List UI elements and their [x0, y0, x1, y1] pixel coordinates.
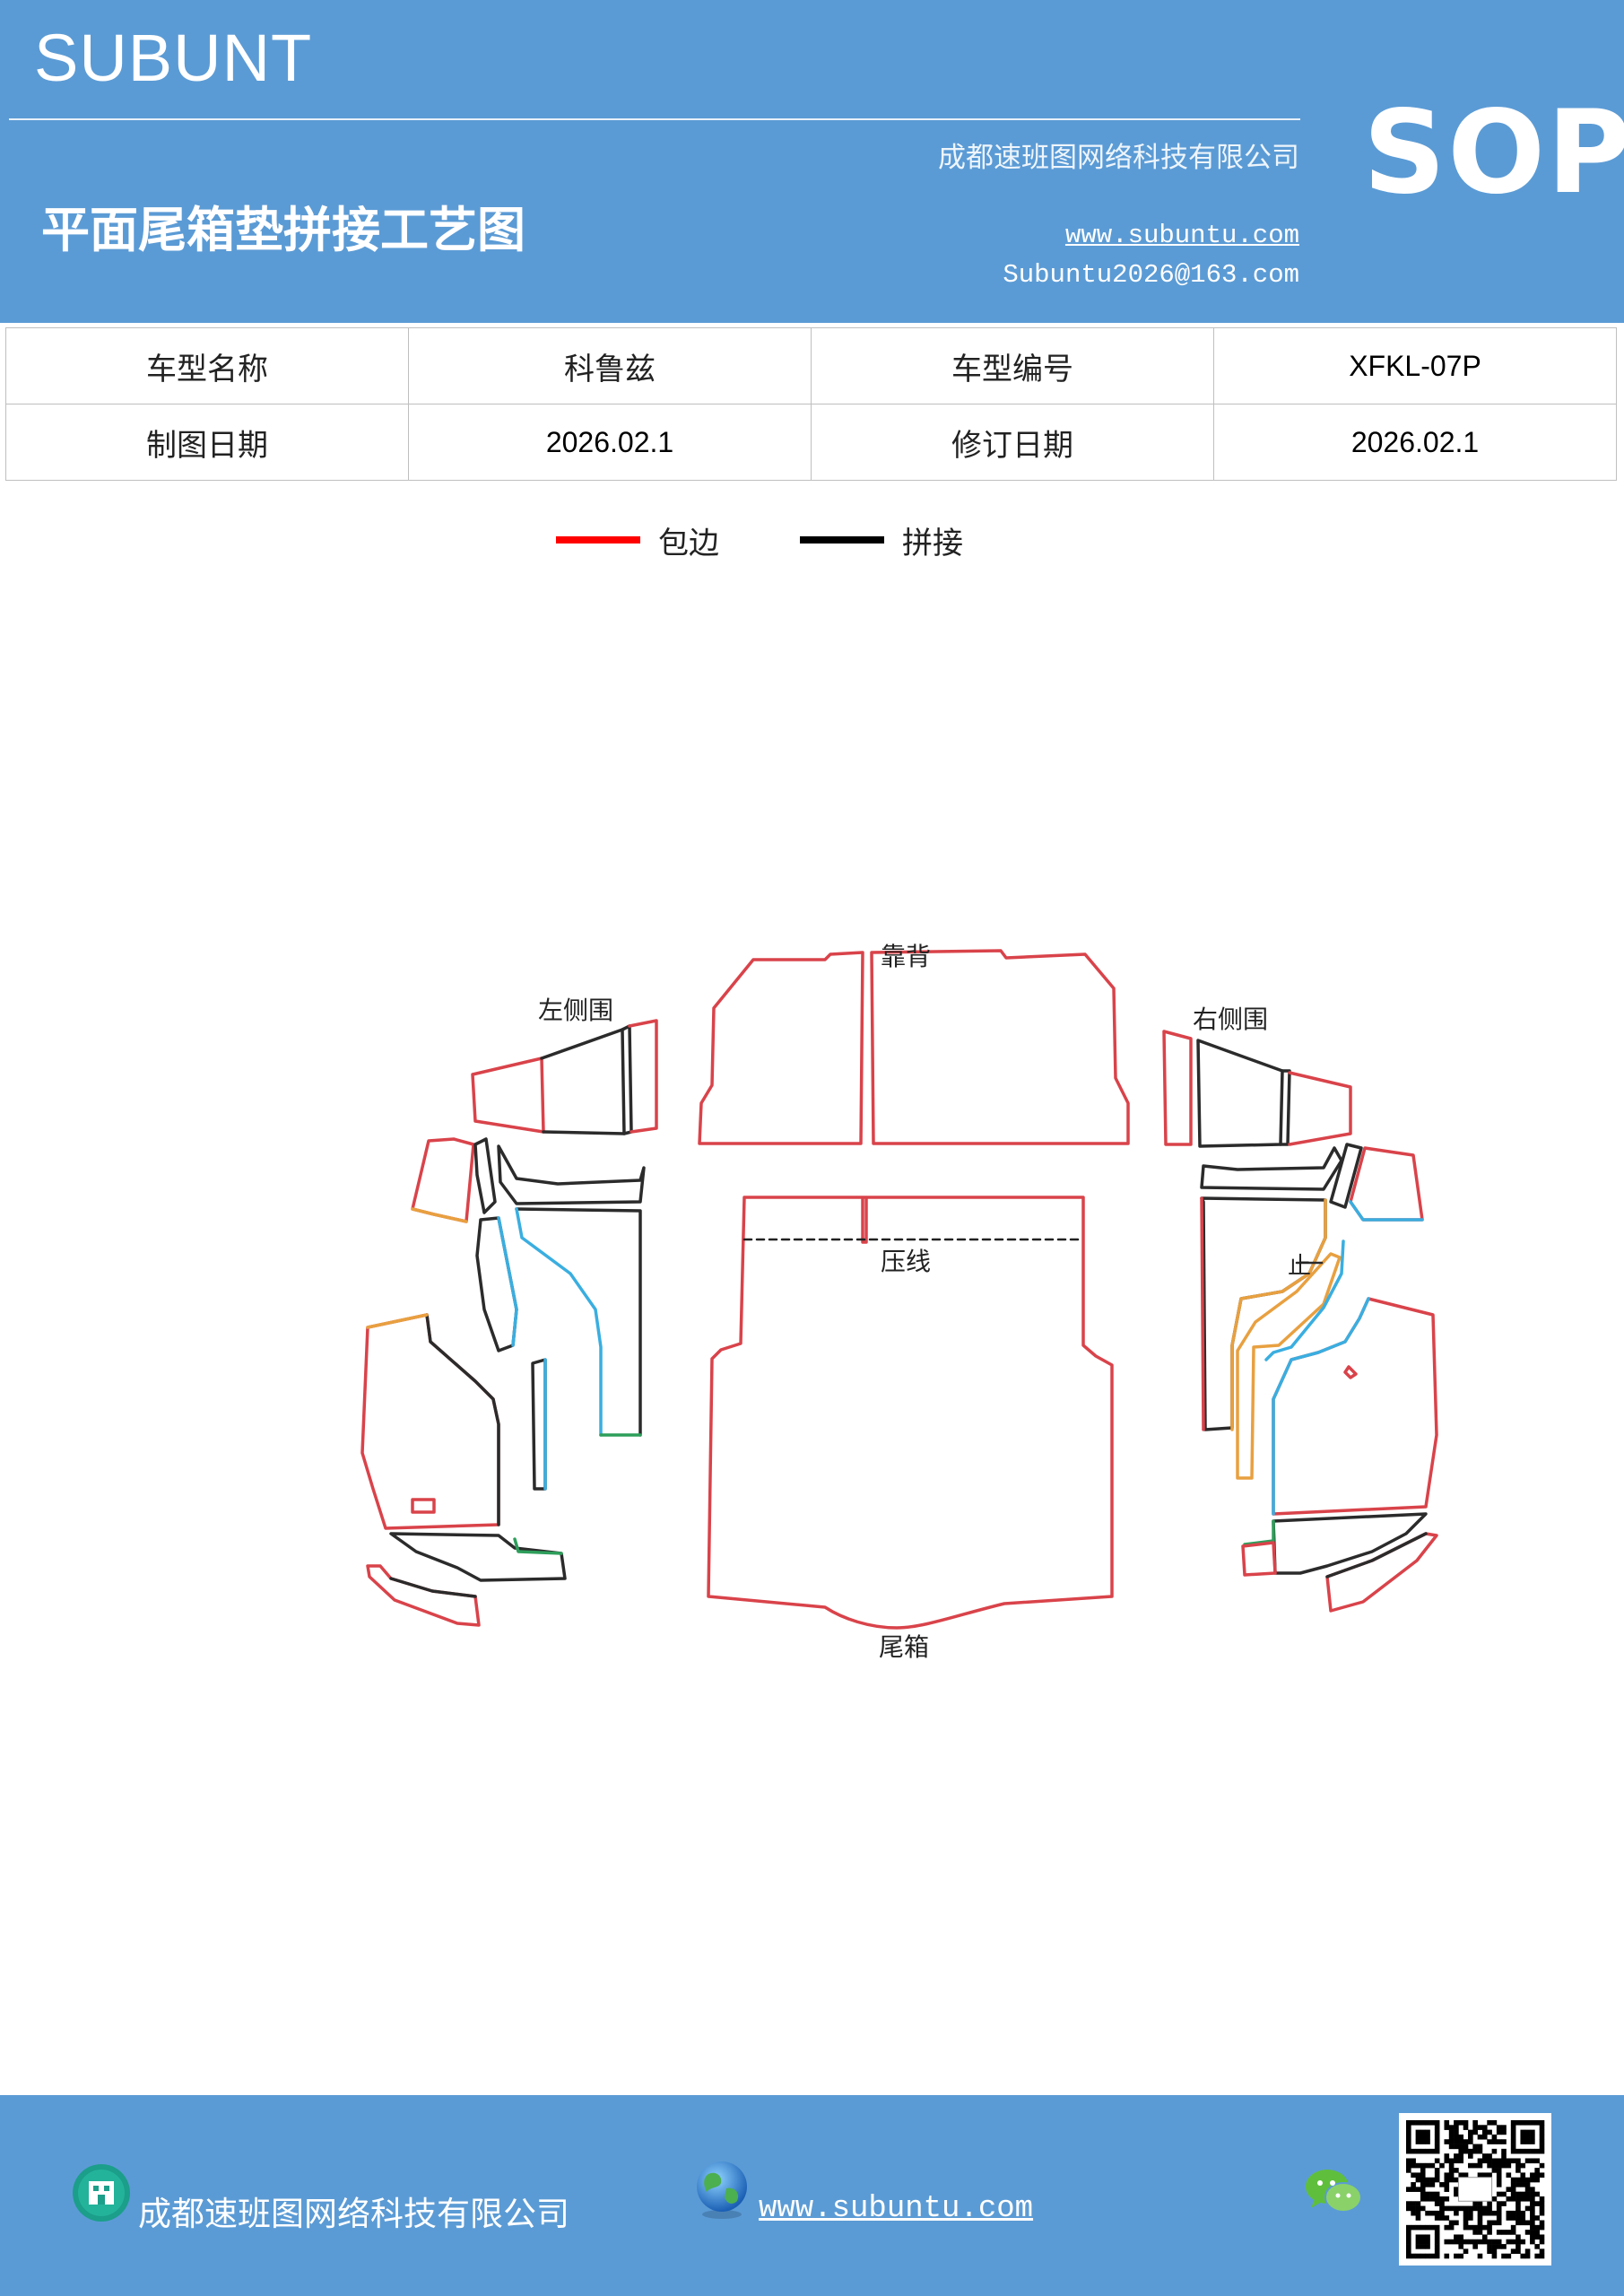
info-cell: 车型名称: [5, 327, 409, 404]
company-name: 成都速班图网络科技有限公司: [938, 142, 1299, 174]
footer-website-link[interactable]: www.subuntu.com: [759, 2192, 1034, 2226]
header-banner: SUBUNT 成都速班图网络科技有限公司 平面尾箱垫拼接工艺图 www.subu…: [0, 0, 1624, 323]
label-stop: 止: [1288, 1253, 1311, 1280]
right-panel-2: [1196, 1039, 1284, 1148]
left-big-panel: [360, 1313, 500, 1530]
info-cell: 修订日期: [811, 404, 1214, 481]
legend-label-seam: 拼接: [902, 526, 963, 561]
left-panel-1: [471, 1057, 545, 1134]
left-big-panel-seam: [425, 1313, 500, 1526]
info-cell: 2026.02.1: [408, 404, 812, 481]
left-narrow-strip-seam: [497, 1216, 518, 1347]
info-cell: 车型编号: [811, 327, 1214, 404]
info-cell: 科鲁兹: [408, 327, 812, 404]
right-long-strip: [1200, 1196, 1327, 1431]
legend-label-edge: 包边: [658, 526, 719, 561]
right-tab-marker: [1343, 1365, 1358, 1379]
trunk-center-slit: [861, 1196, 868, 1244]
right-panel-3: [1279, 1069, 1291, 1146]
right-upper-small: [1329, 1143, 1363, 1209]
right-panel-1: [1162, 1030, 1193, 1146]
left-panel-2: [540, 1028, 626, 1135]
info-cell: XFKL-07P: [1213, 327, 1617, 404]
left-long-strip-seam: [515, 1207, 642, 1437]
qr-code: [1399, 2113, 1551, 2266]
right-bottom-green: [1243, 1519, 1275, 1546]
left-strip-b: [497, 1144, 646, 1205]
footer-company-name: 成都速班图网络科技有限公司: [138, 2195, 569, 2233]
header-divider: [9, 118, 1300, 120]
label-backrest: 靠背: [881, 942, 931, 971]
left-bottom-strip: [389, 1532, 567, 1582]
right-bottom-piece: [1241, 1541, 1277, 1577]
legend-swatch-edge: [556, 536, 640, 544]
left-tab-marker: [411, 1498, 436, 1514]
label-left-side: 左侧围: [538, 996, 613, 1025]
right-connector: [1200, 1146, 1343, 1191]
left-panel-3: [621, 1024, 633, 1135]
label-right-side: 右侧围: [1193, 1004, 1268, 1034]
wechat-icon: [1306, 2170, 1362, 2213]
right-big-panel: [1272, 1297, 1438, 1516]
left-panel-4: [628, 1019, 658, 1134]
left-thin-strip: [531, 1358, 547, 1491]
left-bottom-green: [513, 1537, 563, 1555]
building-icon: [73, 2164, 130, 2222]
label-press-line: 压线: [881, 1247, 931, 1276]
right-panel-4: [1288, 1071, 1352, 1146]
right-orange-seam: [1230, 1198, 1327, 1431]
right-bottom-tail-seam: [1325, 1532, 1428, 1578]
right-upper-corner: [1349, 1146, 1424, 1222]
label-trunk: 尾箱: [879, 1632, 929, 1662]
right-blue-strip: [1264, 1239, 1345, 1361]
right-upper-corner-seam: [1349, 1200, 1424, 1222]
trunk-panel: [707, 1196, 1114, 1630]
backrest-right-panel: [870, 949, 1130, 1145]
document-title: 平面尾箱垫拼接工艺图: [41, 202, 525, 258]
backrest-left-panel: [698, 951, 864, 1145]
left-bottom-piece: [366, 1564, 481, 1627]
right-orange-strip: [1236, 1252, 1342, 1480]
left-long-strip-curve: [515, 1207, 603, 1437]
right-bottom-strip: [1272, 1512, 1428, 1575]
sop-badge: SOP: [1363, 86, 1624, 220]
left-corner-piece-seam: [411, 1207, 468, 1223]
legend: 包边 拼接: [0, 520, 1624, 574]
left-corner-piece: [411, 1137, 475, 1223]
info-cell: 制图日期: [5, 404, 409, 481]
legend-swatch-seam: [800, 536, 884, 544]
globe-icon: [697, 2161, 747, 2219]
left-bottom-seam: [389, 1577, 477, 1598]
mat-splice-diagram: 靠背 左侧围 右侧围 压线 尾箱 止: [360, 942, 1438, 1662]
website-link[interactable]: www.subuntu.com: [1064, 221, 1299, 250]
left-strip-a: [473, 1137, 497, 1214]
brand-name: SUBUNT: [34, 21, 313, 95]
right-big-panel-seam: [1272, 1297, 1370, 1516]
right-long-strip-edge: [1200, 1196, 1205, 1431]
info-cell: 2026.02.1: [1213, 404, 1617, 481]
left-big-panel-top: [366, 1313, 429, 1329]
email-address: Subuntu2026@163.com: [1003, 260, 1299, 290]
footer-banner: 成都速班图网络科技有限公司 www.subuntu.com: [0, 2095, 1624, 2296]
